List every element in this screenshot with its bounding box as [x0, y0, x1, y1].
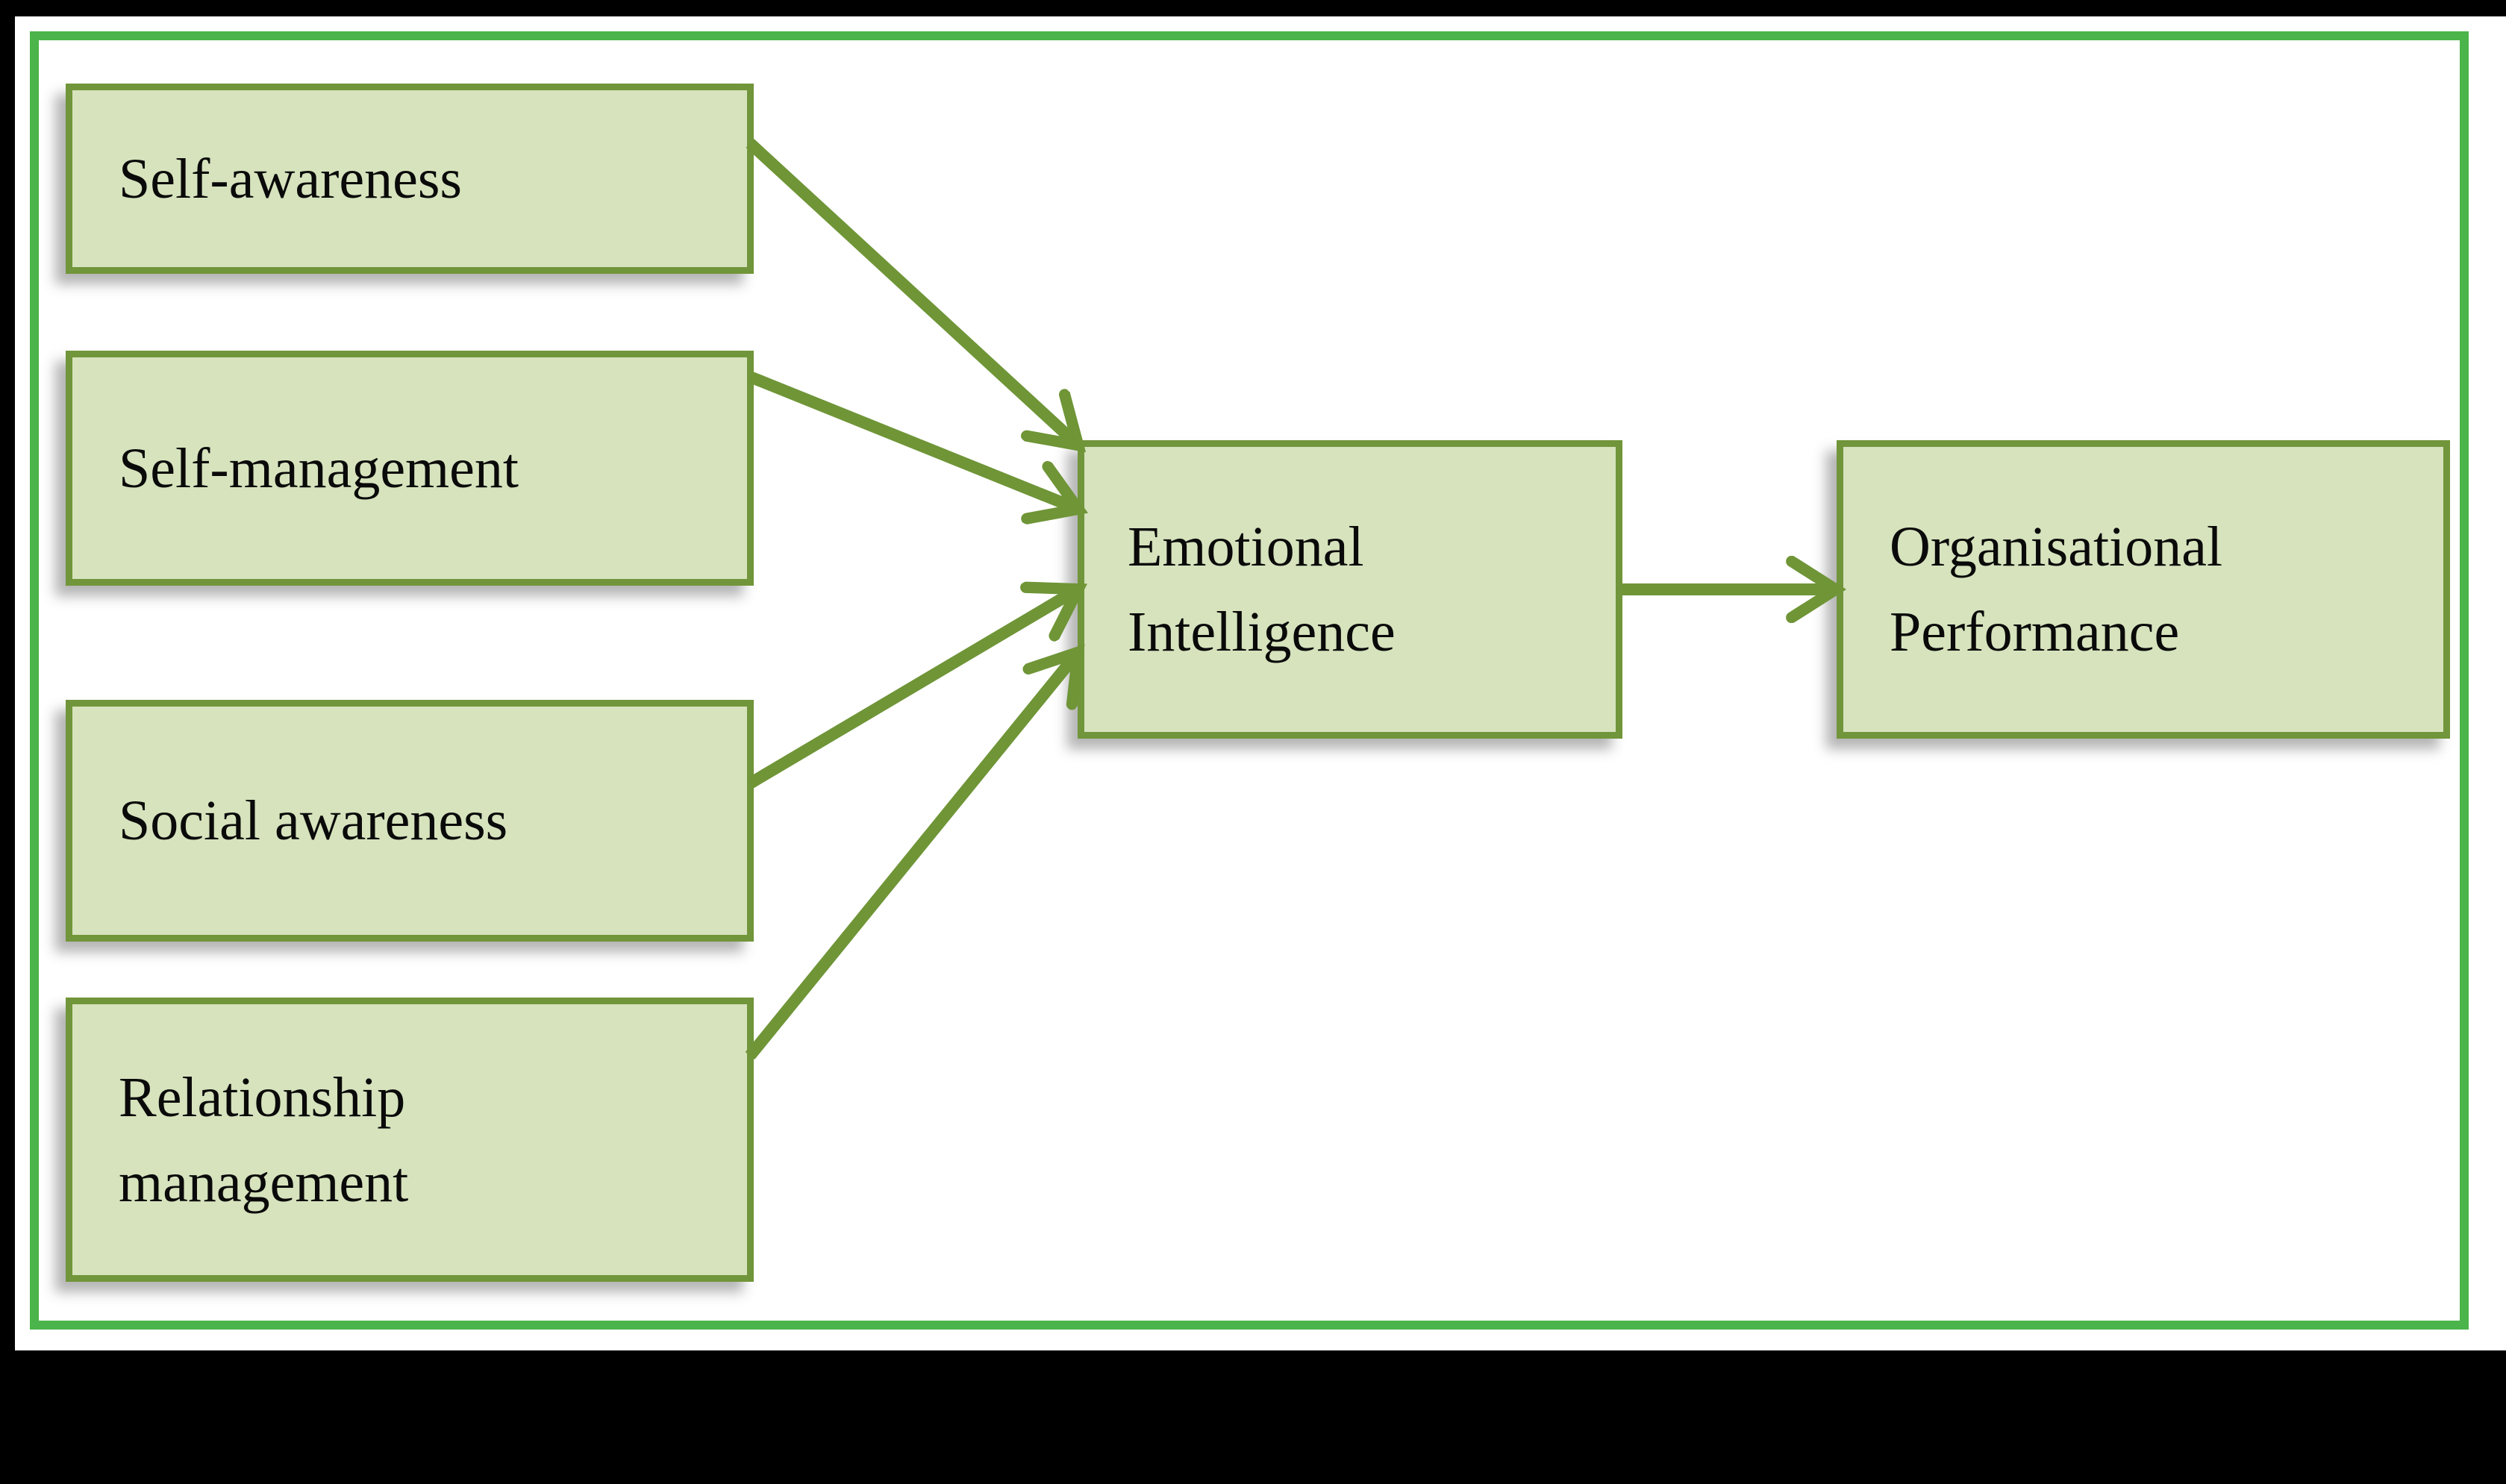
box-organisational-performance-label: Organisational Performance	[1890, 516, 2223, 663]
box-relationship-management-label: Relationship management	[119, 1065, 409, 1214]
box-self-management: Self-management	[66, 351, 754, 586]
box-emotional-intelligence-label: Emotional Intelligence	[1128, 516, 1396, 663]
box-emotional-intelligence: Emotional Intelligence	[1078, 440, 1622, 739]
box-organisational-performance: Organisational Performance	[1837, 440, 2450, 739]
box-social-awareness: Social awareness	[66, 700, 754, 942]
box-social-awareness-label: Social awareness	[119, 789, 508, 852]
box-self-management-label: Self-management	[119, 436, 519, 500]
box-self-awareness-label: Self-awareness	[119, 147, 463, 210]
diagram-border	[30, 31, 2469, 1330]
box-relationship-management: Relationship management	[66, 998, 754, 1282]
box-self-awareness: Self-awareness	[66, 84, 754, 274]
